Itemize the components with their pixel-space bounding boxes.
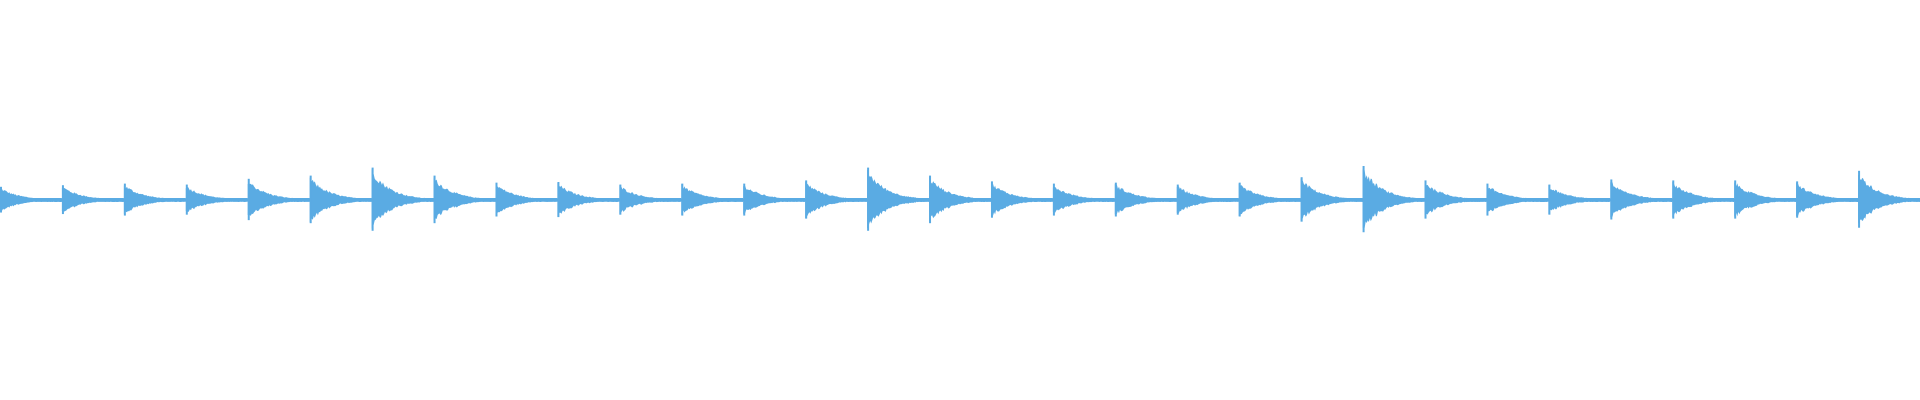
waveform-segment <box>805 181 868 219</box>
waveform-segment <box>743 185 806 215</box>
waveform-segment <box>619 185 682 215</box>
waveform-segment <box>1672 181 1735 219</box>
waveform-segment <box>681 183 744 216</box>
waveform-segment <box>1858 173 1920 227</box>
waveform-segment <box>990 183 1053 216</box>
waveform-segments <box>0 166 1920 233</box>
waveform-segment <box>1362 168 1425 230</box>
waveform-segment <box>1610 181 1673 218</box>
waveform-segment <box>433 177 496 221</box>
waveform-segment <box>929 176 991 223</box>
waveform-segment <box>247 183 310 216</box>
waveform-segment <box>123 185 186 215</box>
waveform-segment <box>1796 182 1859 217</box>
waveform-segment <box>1424 184 1487 216</box>
waveform-segment <box>0 187 62 212</box>
waveform-segment <box>1734 182 1797 217</box>
waveform-segment <box>1486 185 1549 214</box>
waveform-segment <box>1052 187 1115 213</box>
waveform-segment <box>557 182 620 217</box>
waveform-segment <box>185 186 248 213</box>
waveform-segment <box>1300 177 1363 223</box>
waveform-segment <box>1238 183 1301 217</box>
waveform-segment <box>867 169 929 229</box>
waveform-segment <box>1114 184 1177 215</box>
waveform-segment <box>309 177 372 223</box>
waveform-segment <box>495 183 558 216</box>
waveform-segment <box>61 187 124 212</box>
waveform-segment <box>371 168 434 229</box>
waveform-segment <box>1176 186 1239 214</box>
waveform-segment <box>1548 184 1611 215</box>
